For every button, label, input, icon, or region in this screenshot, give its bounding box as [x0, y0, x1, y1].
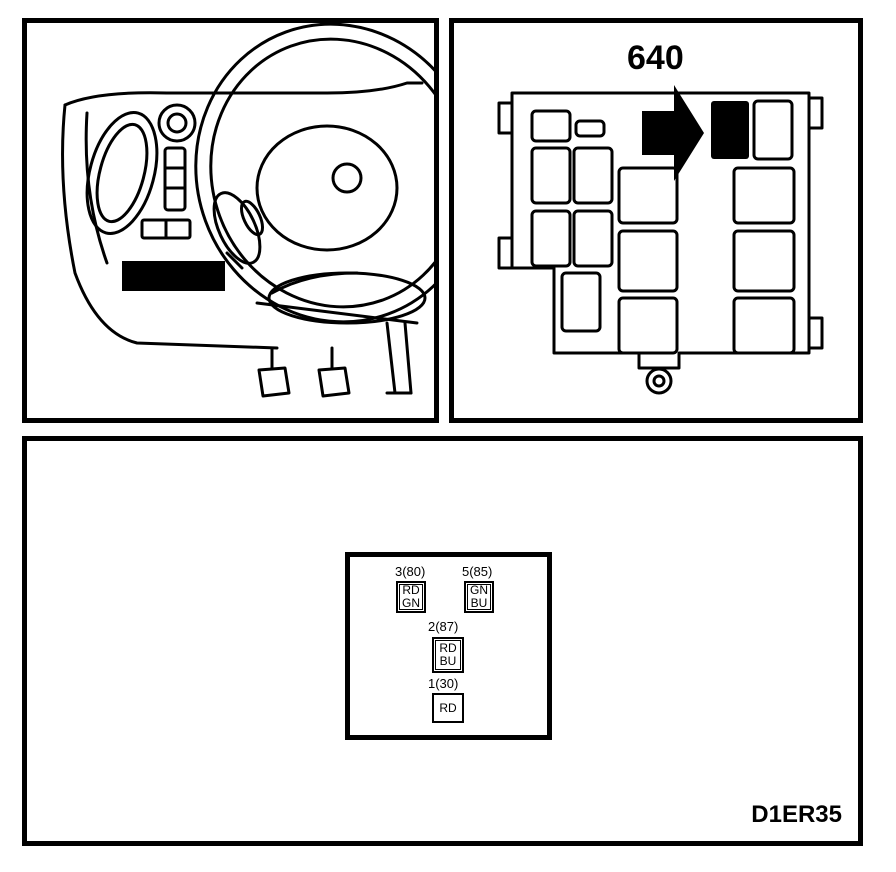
- wire-color: RD: [439, 641, 457, 655]
- connector-pin: RD BU: [432, 637, 464, 673]
- figure-code: D1ER35: [751, 801, 842, 828]
- connector-pin: RD: [432, 693, 464, 723]
- connector-pin: RD GN: [396, 581, 426, 613]
- connector-panel: 3(80) RD GN 5(85) GN BU 2(87) RD BU 1(30…: [22, 436, 863, 846]
- arrow-icon: [642, 85, 704, 181]
- fuse-box-illustration: [497, 85, 824, 395]
- pin-number: 5(85): [462, 564, 493, 579]
- connector-face: 3(80) RD GN 5(85) GN BU 2(87) RD BU 1(30…: [345, 552, 552, 740]
- wire-color: GN: [470, 583, 488, 597]
- dashboard-illustration: [61, 23, 434, 398]
- pin-number: 3(80): [395, 564, 426, 579]
- wire-color: BU: [439, 654, 457, 668]
- fuse-box-panel: 640: [449, 18, 863, 423]
- highlighted-relay: [711, 101, 749, 159]
- dashboard-panel: [22, 18, 439, 423]
- wire-color: BU: [470, 596, 488, 610]
- pin-number: 1(30): [428, 676, 459, 691]
- fuse-box-location-marker: [122, 261, 225, 291]
- connector-pin: GN BU: [464, 581, 494, 613]
- wire-color: GN: [402, 596, 420, 610]
- pin-number: 2(87): [428, 619, 459, 634]
- wire-color: RD: [402, 583, 420, 597]
- fuse-box-label: 640: [627, 39, 684, 77]
- wire-color: RD: [439, 701, 457, 715]
